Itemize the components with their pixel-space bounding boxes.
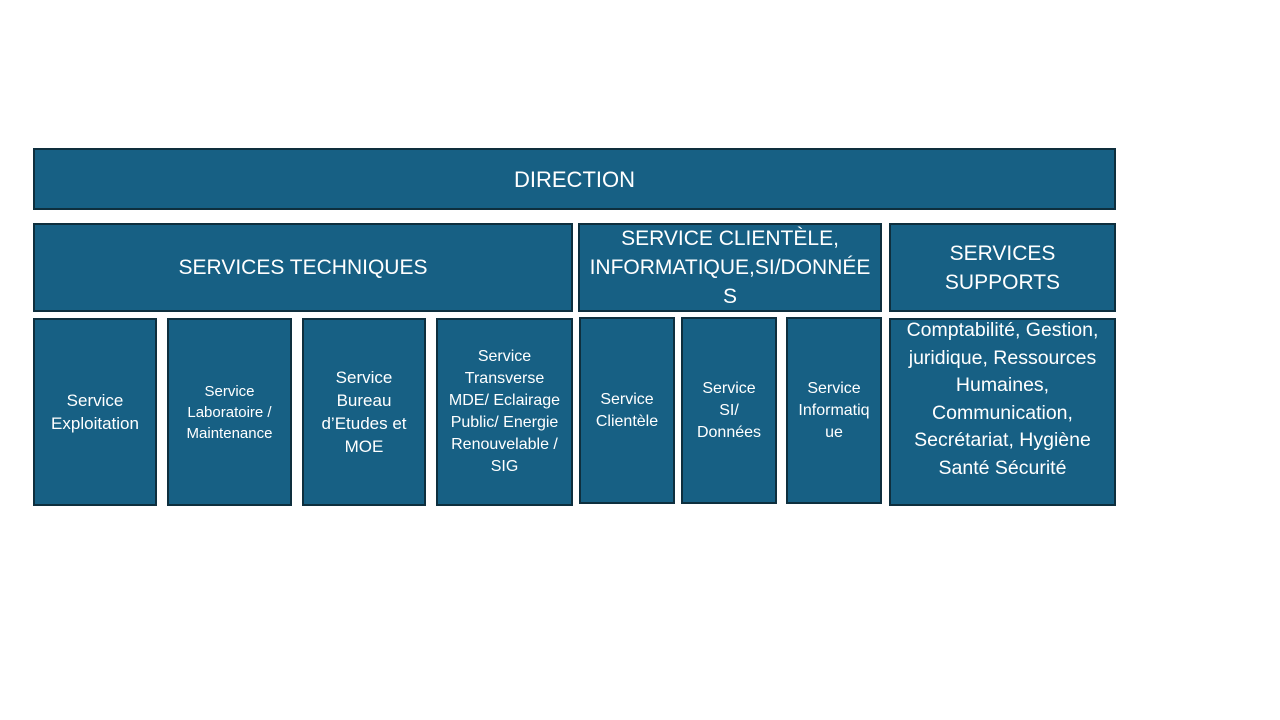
service-transverse-label: Service Transverse MDE/ Eclairage Public…	[448, 348, 561, 475]
service-laboratoire-box: Service Laboratoire / Maintenance	[167, 318, 292, 506]
service-si-donnees-label: Service SI/ Données	[696, 379, 762, 441]
service-bureau-etudes-box: Service Bureau d’Etudes et MOE	[302, 318, 426, 506]
service-informatique-label: Service Informatique	[798, 379, 870, 441]
service-si-donnees-box: Service SI/ Données	[681, 317, 777, 504]
department-supports-label: SERVICES SUPPORTS	[944, 241, 1061, 294]
service-bureau-etudes-label: Service Bureau d’Etudes et MOE	[321, 368, 407, 456]
service-clientele-box: Service Clientèle	[579, 317, 675, 504]
service-exploitation-label: Service Exploitation	[51, 391, 139, 433]
service-informatique-box: Service Informatique	[786, 317, 882, 504]
service-laboratoire-label: Service Laboratoire / Maintenance	[186, 382, 273, 442]
service-supports-label: Comptabilité, Gestion, juridique, Ressou…	[906, 319, 1099, 479]
service-supports-box: Comptabilité, Gestion, juridique, Ressou…	[889, 318, 1116, 506]
service-exploitation-box: Service Exploitation	[33, 318, 157, 506]
service-clientele-label: Service Clientèle	[595, 390, 659, 430]
direction-box: DIRECTION	[33, 148, 1116, 210]
department-clientele-label: SERVICE CLIENTÈLE, INFORMATIQUE,SI/DONNÉ…	[589, 227, 871, 308]
department-supports-box: SERVICES SUPPORTS	[889, 223, 1116, 312]
department-clientele-box: SERVICE CLIENTÈLE, INFORMATIQUE,SI/DONNÉ…	[578, 223, 882, 312]
department-techniques-label: SERVICES TECHNIQUES	[178, 256, 428, 279]
department-techniques-box: SERVICES TECHNIQUES	[33, 223, 573, 312]
direction-label: DIRECTION	[514, 166, 635, 192]
service-transverse-box: Service Transverse MDE/ Eclairage Public…	[436, 318, 573, 506]
